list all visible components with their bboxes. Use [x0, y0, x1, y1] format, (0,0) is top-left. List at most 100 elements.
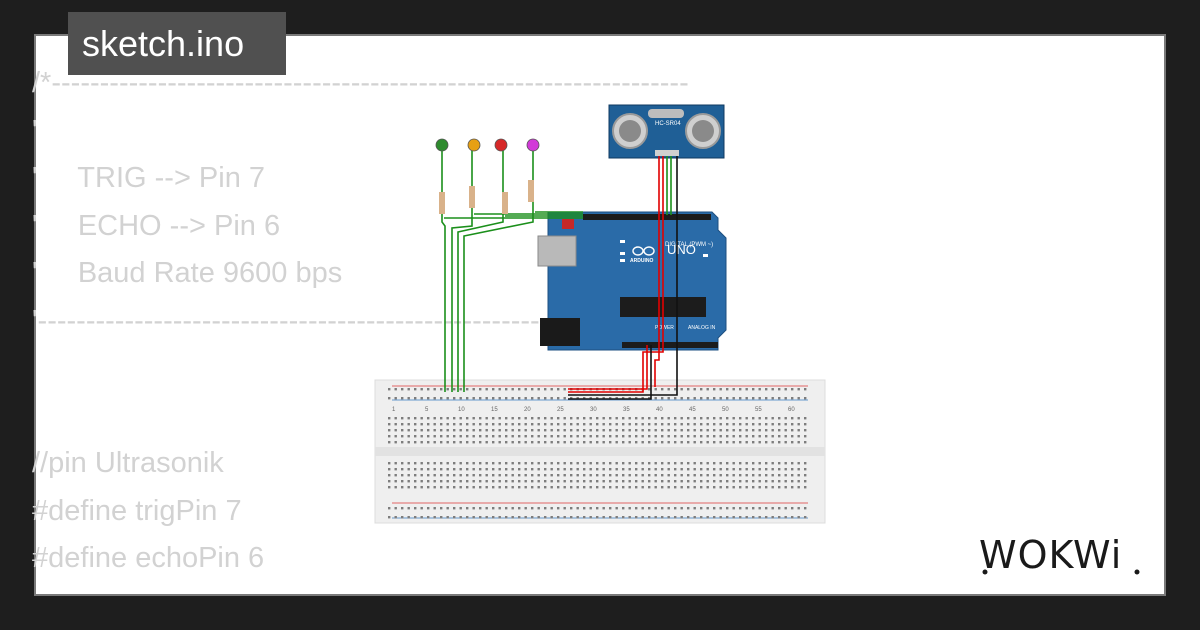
- breadboard-hole: [544, 429, 547, 432]
- breadboard-hole: [388, 423, 391, 426]
- breadboard-hole: [492, 468, 495, 471]
- breadboard-hole: [420, 423, 423, 426]
- breadboard-hole: [635, 417, 638, 420]
- breadboard-hole: [479, 507, 482, 510]
- breadboard-hole: [654, 480, 657, 483]
- breadboard-hole: [628, 507, 631, 510]
- breadboard-hole: [667, 468, 670, 471]
- breadboard-hole: [550, 441, 553, 444]
- breadboard-hole: [589, 441, 592, 444]
- breadboard-hole: [472, 486, 475, 489]
- breadboard-hole: [583, 468, 586, 471]
- breadboard-hole: [622, 516, 625, 519]
- breadboard-hole: [563, 507, 566, 510]
- breadboard-hole: [420, 486, 423, 489]
- breadboard-hole: [479, 397, 482, 400]
- breadboard-hole: [583, 417, 586, 420]
- power-jack: [540, 318, 580, 346]
- breadboard-hole: [602, 429, 605, 432]
- breadboard-hole: [479, 435, 482, 438]
- breadboard-hole: [498, 417, 501, 420]
- breadboard-hole: [693, 516, 696, 519]
- breadboard-hole: [706, 388, 709, 391]
- breadboard-hole: [622, 507, 625, 510]
- breadboard-hole: [531, 480, 534, 483]
- breadboard-hole: [622, 468, 625, 471]
- breadboard-hole: [466, 417, 469, 420]
- breadboard-hole: [596, 486, 599, 489]
- breadboard-hole: [440, 388, 443, 391]
- breadboard-hole: [453, 480, 456, 483]
- breadboard-hole: [544, 462, 547, 465]
- breadboard-hole: [537, 397, 540, 400]
- breadboard-hole: [537, 417, 540, 420]
- breadboard-hole: [414, 441, 417, 444]
- digital-header: [583, 214, 711, 220]
- breadboard-hole: [609, 429, 612, 432]
- breadboard-hole: [537, 507, 540, 510]
- breadboard-hole: [726, 516, 729, 519]
- breadboard-hole: [440, 435, 443, 438]
- breadboard-hole: [687, 417, 690, 420]
- breadboard-hole: [498, 516, 501, 519]
- breadboard-hole: [563, 441, 566, 444]
- breadboard-hole: [778, 516, 781, 519]
- breadboard-hole: [745, 480, 748, 483]
- led-magenta: [526, 138, 540, 202]
- breadboard-hole: [609, 507, 612, 510]
- breadboard-hole: [726, 480, 729, 483]
- breadboard-hole: [466, 397, 469, 400]
- breadboard-hole: [654, 516, 657, 519]
- breadboard-hole: [563, 417, 566, 420]
- breadboard-hole: [485, 417, 488, 420]
- breadboard-hole: [680, 388, 683, 391]
- file-tab[interactable]: sketch.ino: [68, 12, 286, 75]
- breadboard-hole: [589, 486, 592, 489]
- breadboard-hole: [791, 441, 794, 444]
- breadboard-hole: [745, 417, 748, 420]
- breadboard-hole: [758, 435, 761, 438]
- breadboard-hole: [401, 507, 404, 510]
- breadboard-hole: [596, 441, 599, 444]
- breadboard-hole: [524, 397, 527, 400]
- breadboard-hole: [778, 388, 781, 391]
- breadboard-hole: [804, 486, 807, 489]
- breadboard-hole: [524, 423, 527, 426]
- breadboard-hole: [791, 507, 794, 510]
- breadboard-hole: [693, 480, 696, 483]
- breadboard-hole: [732, 468, 735, 471]
- breadboard-hole: [719, 474, 722, 477]
- breadboard-hole: [648, 423, 651, 426]
- breadboard-hole: [641, 480, 644, 483]
- breadboard-hole: [667, 516, 670, 519]
- breadboard-hole: [706, 462, 709, 465]
- breadboard-hole: [453, 441, 456, 444]
- breadboard-hole: [745, 468, 748, 471]
- led-orange: [467, 138, 481, 208]
- wokwi-logo-icon: WOKWi: [979, 533, 1140, 577]
- breadboard-hole: [797, 462, 800, 465]
- breadboard-hole: [524, 468, 527, 471]
- breadboard-hole: [414, 480, 417, 483]
- breadboard-hole: [622, 429, 625, 432]
- breadboard-hole: [550, 423, 553, 426]
- code-line: #define trigPin 7: [32, 494, 242, 527]
- breadboard-hole: [693, 474, 696, 477]
- breadboard-hole: [401, 388, 404, 391]
- breadboard-hole: [609, 480, 612, 483]
- breadboard-hole: [687, 435, 690, 438]
- breadboard-hole: [518, 480, 521, 483]
- breadboard-hole: [680, 516, 683, 519]
- breadboard-hole: [407, 423, 410, 426]
- breadboard-hole: [524, 507, 527, 510]
- breadboard-hole: [524, 388, 527, 391]
- breadboard-hole: [589, 462, 592, 465]
- breadboard-hole: [680, 441, 683, 444]
- breadboard-hole: [752, 507, 755, 510]
- breadboard-hole: [479, 486, 482, 489]
- breadboard-hole: [719, 417, 722, 420]
- breadboard-hole: [440, 474, 443, 477]
- breadboard-hole: [505, 423, 508, 426]
- breadboard-hole: [804, 429, 807, 432]
- breadboard-hole: [713, 423, 716, 426]
